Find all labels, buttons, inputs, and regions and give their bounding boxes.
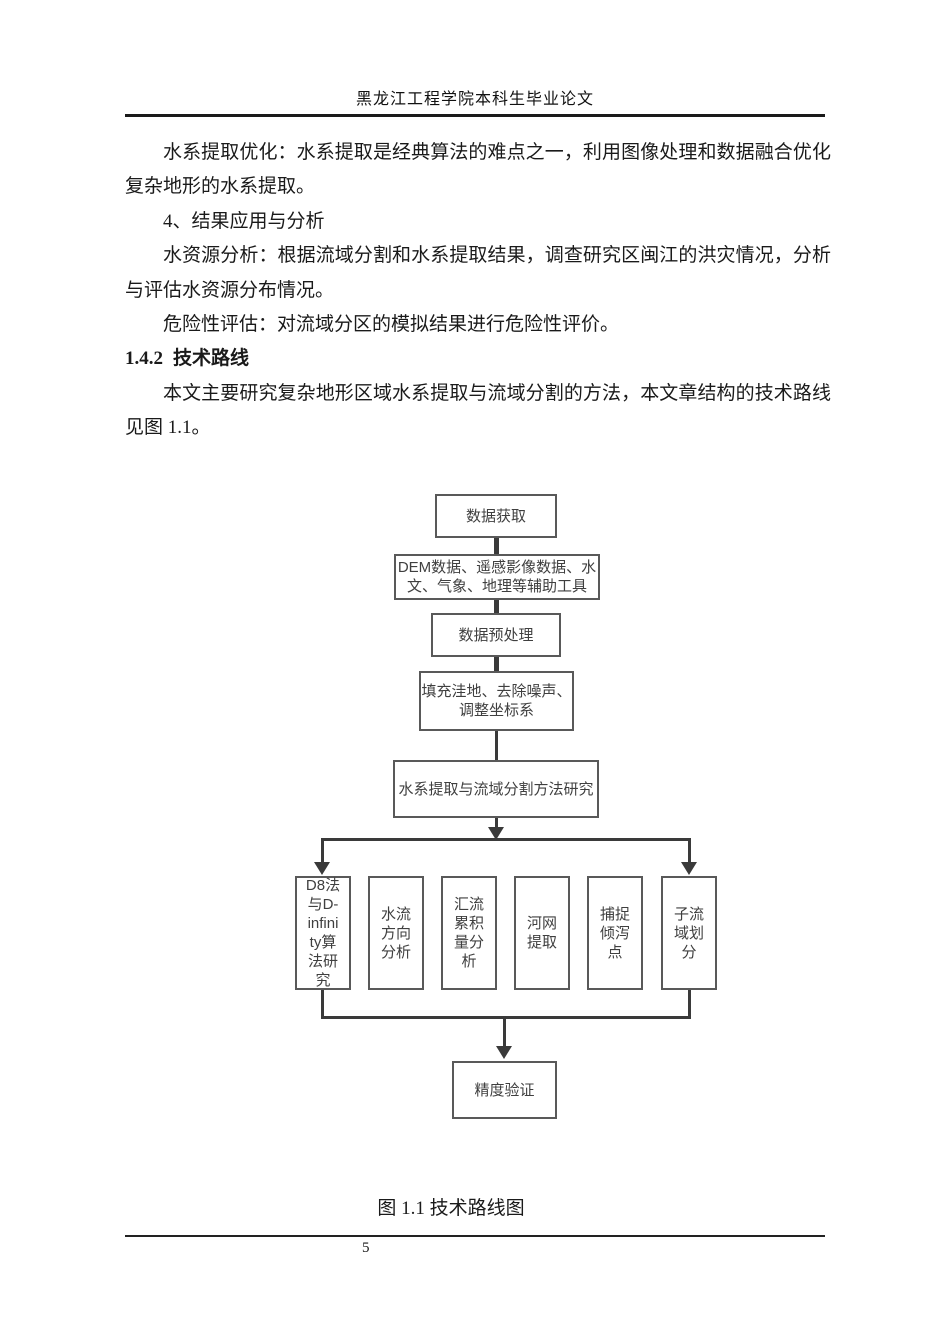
connector-2 (494, 600, 499, 613)
branch-line (321, 838, 691, 841)
arrowhead-branch-left (314, 862, 330, 875)
node-data-acquisition: 数据获取 (435, 494, 557, 538)
figure-caption: 图 1.1 技术路线图 (377, 1198, 525, 1219)
node-river-network-extraction: 河网 提取 (514, 876, 570, 990)
section-heading-1-4-2: 1.4.2 技术路线 (125, 342, 831, 376)
merge-right-shaft (688, 990, 691, 1017)
header-title: 黑龙江工程学院本科生毕业论文 (355, 91, 594, 108)
merge-left-shaft (321, 990, 324, 1017)
node-flow-direction-analysis: 水流 方向 分析 (368, 876, 424, 990)
node-data-sources: DEM数据、遥感影像数据、水 文、气象、地理等辅助工具 (394, 554, 600, 600)
paragraph-tech-route-intro: 本文主要研究复杂地形区域水系提取与流域分割的方法，本文章结构的技术路线见图 1.… (125, 382, 831, 439)
paragraph-risk-assessment: 危险性评估：对流域分区的模拟结果进行危险性评价。 (163, 314, 620, 336)
branch-right-shaft (688, 841, 691, 862)
node-accuracy-validation: 精度验证 (452, 1061, 557, 1119)
connector-3 (494, 657, 499, 671)
arrowhead-validation (496, 1046, 512, 1059)
page-number: 5 (362, 1240, 370, 1256)
merge-line (321, 1016, 691, 1019)
node-flow-accumulation-analysis: 汇流 累积 量分 析 (441, 876, 497, 990)
connector-4 (495, 731, 498, 760)
section-title: 技术路线 (173, 348, 250, 370)
body-text: 水系提取优化：水系提取是经典算法的难点之一，利用图像处理和数据融合优化复杂地形的… (125, 136, 831, 446)
connector-5-shaft (495, 818, 498, 828)
node-pour-point-capture: 捕捉 倾泻 点 (587, 876, 643, 990)
node-d8-dinfinity-algorithm: D8法 与D- infini ty算 法研 究 (295, 876, 351, 990)
header-rule (125, 114, 825, 117)
connector-1 (494, 538, 499, 554)
node-preprocess-steps: 填充洼地、去除噪声、 调整坐标系 (419, 671, 574, 731)
section-number: 1.4.2 (125, 348, 163, 370)
node-subwatershed-division: 子流 域划 分 (661, 876, 717, 990)
paragraph-result-application: 4、结果应用与分析 (163, 210, 325, 232)
paragraph-water-resource-analysis: 水资源分析：根据流域分割和水系提取结果，调查研究区闽江的洪灾情况，分析与评估水资… (125, 245, 831, 301)
node-preprocessing: 数据预处理 (431, 613, 561, 657)
arrowhead-branch-right (681, 862, 697, 875)
node-method-research: 水系提取与流域分割方法研究 (393, 760, 599, 818)
merge-center-shaft (503, 1019, 506, 1047)
branch-left-shaft (321, 841, 324, 862)
paragraph-water-extraction-optimization: 水系提取优化：水系提取是经典算法的难点之一，利用图像处理和数据融合优化复杂地形的… (125, 142, 831, 198)
footer-rule (125, 1235, 825, 1237)
arrowhead-branch-center (488, 827, 504, 840)
